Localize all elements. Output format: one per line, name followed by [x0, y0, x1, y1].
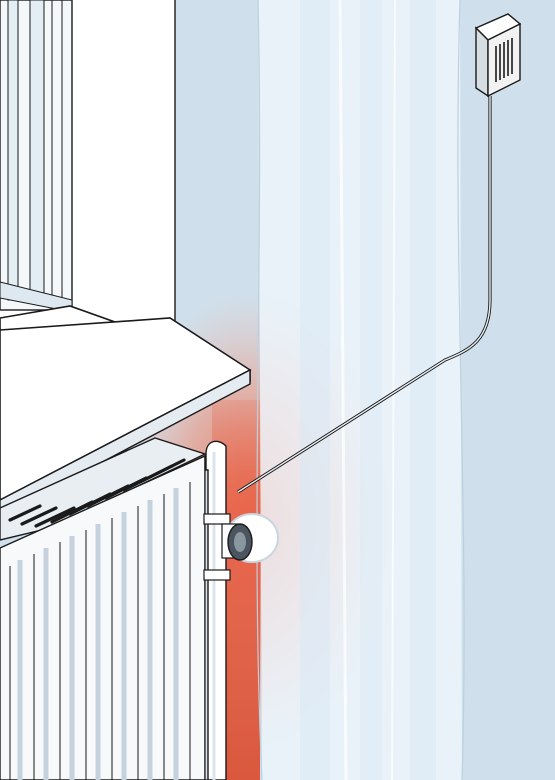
remote-sensor-icon	[476, 14, 520, 96]
window	[0, 0, 72, 312]
radiator-pipe	[204, 441, 230, 780]
curtain	[257, 0, 464, 780]
